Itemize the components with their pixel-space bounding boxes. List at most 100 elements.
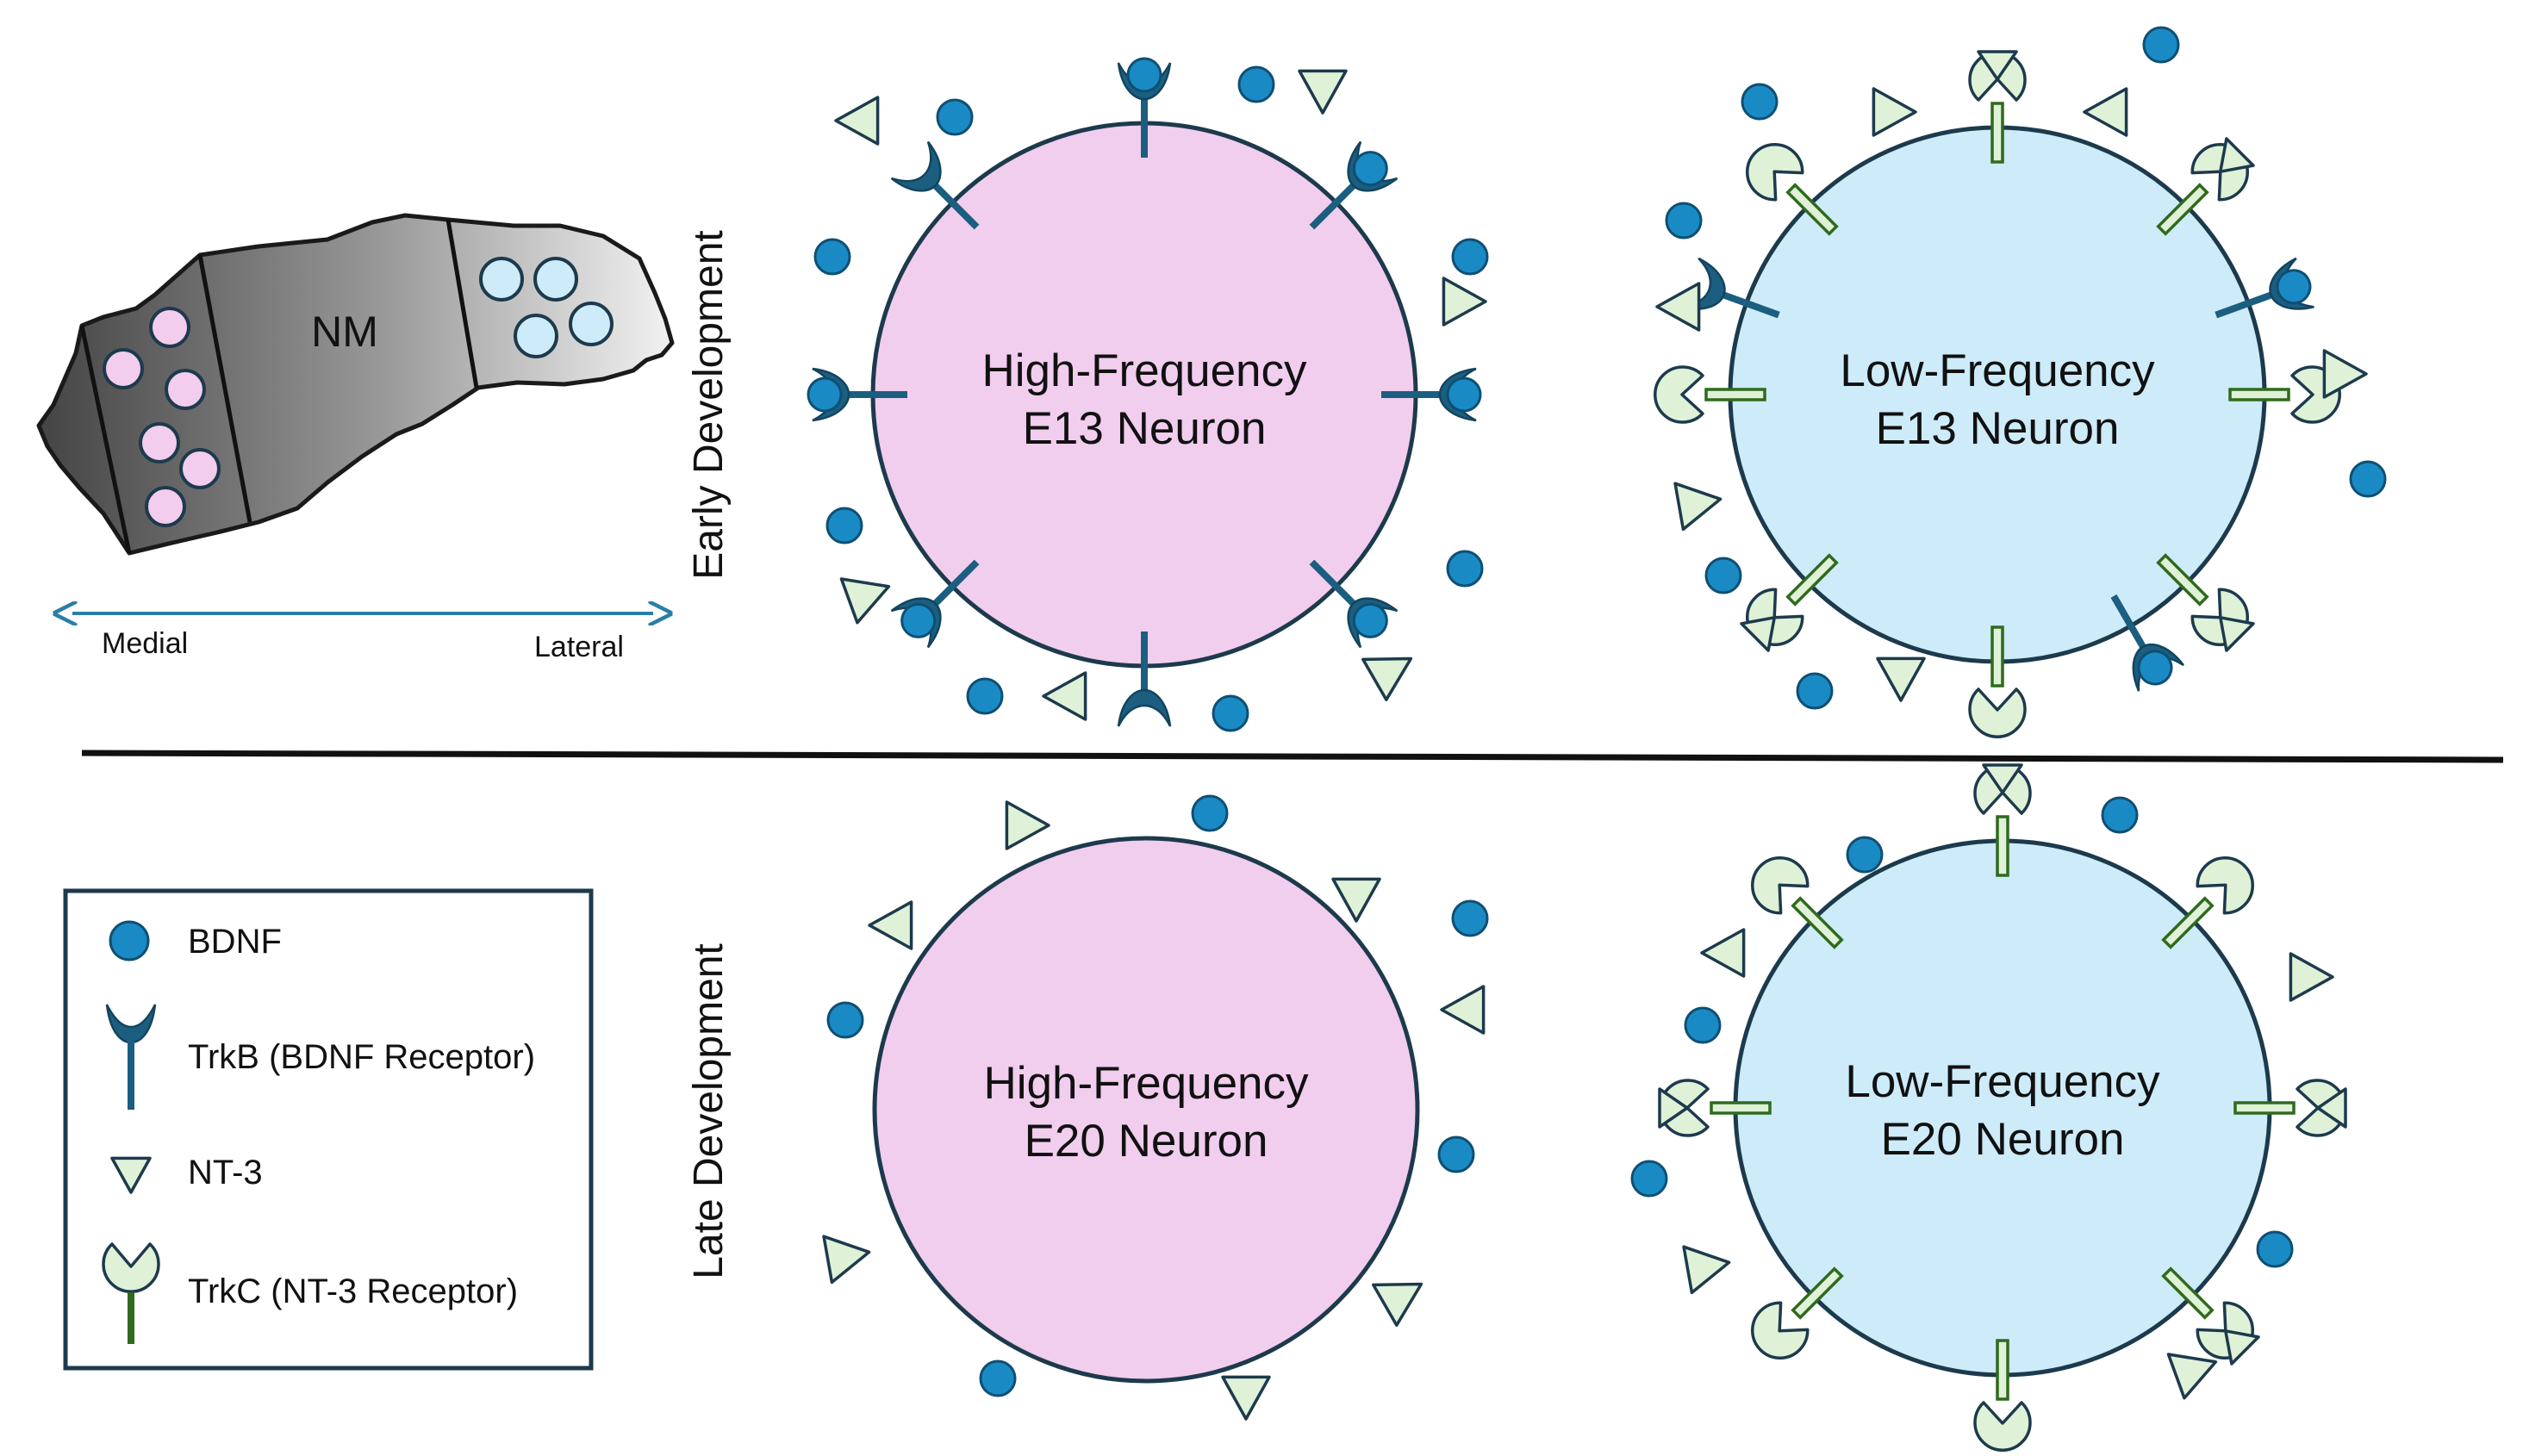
nt3-triangle (1700, 928, 1746, 978)
bdnf-ligand (1237, 65, 1275, 103)
nt3-ligand (1682, 1245, 1731, 1295)
nt3-triangle (2289, 952, 2334, 1002)
nt3-triangle (868, 900, 913, 950)
nt3-triangle (1372, 1282, 1423, 1327)
trkc-receptor (1750, 856, 1844, 949)
trkb-stem (1309, 182, 1357, 230)
legend-trkb-cup (105, 1004, 157, 1044)
legend-trkb-icon (105, 1004, 157, 1110)
nt3-triangle (2322, 349, 2368, 399)
bdnf-ligand (1212, 694, 1249, 732)
trkc-receptor (2161, 856, 2255, 949)
nt3-ligand (1442, 277, 1487, 327)
nt3-ligand (2322, 349, 2368, 399)
trkc-stem (1785, 553, 1839, 607)
bound-bdnf (807, 376, 843, 413)
trkc-receptor (1973, 763, 2032, 877)
medial-label: Medial (102, 627, 188, 660)
trkc-stem (1791, 1266, 1844, 1320)
bound-nt3 (1658, 1087, 1689, 1129)
bdnf-ligand (1451, 899, 1489, 937)
row-label-early: Early Development (686, 230, 732, 580)
trkc-pacman (1750, 856, 1810, 915)
bdnf-ligand (109, 920, 150, 961)
nt3-triangle (1221, 1375, 1271, 1421)
low-frequency-cell (533, 257, 578, 302)
neuron-title-line1: High-Frequency (981, 345, 1307, 396)
trkc-stem (2228, 388, 2290, 401)
bdnf-ligand (813, 238, 851, 276)
nt3-ligand (1361, 656, 1413, 701)
neuron-title-line2: E13 Neuron (1876, 403, 2120, 454)
bound-nt3 (2219, 616, 2255, 652)
nt3-triangle (110, 1156, 152, 1194)
trkb-stem (2215, 290, 2274, 319)
nt3-ligand (2083, 87, 2128, 137)
lateral-cells (479, 257, 614, 358)
nt3-triangle (2166, 1353, 2218, 1400)
bdnf-ligand (2349, 460, 2387, 498)
trkc-receptor (2233, 1079, 2347, 1137)
neuron-title-line2: E20 Neuron (1881, 1114, 2125, 1165)
legend-nt3-label: NT-3 (188, 1154, 263, 1192)
ligand-receptor-layer (807, 26, 2387, 1452)
nt3-triangle (1682, 1245, 1731, 1295)
nt3-triangle (1872, 87, 1917, 137)
nucleus-divider-medial (79, 325, 132, 554)
trkc-receptor (2156, 553, 2255, 652)
trkc-receptor (1968, 50, 2027, 164)
nt3-ligand (2289, 952, 2334, 1002)
bound-nt3 (1740, 616, 1776, 652)
trkc-pacman (1968, 688, 2027, 738)
legend-icons (102, 920, 160, 1344)
legend-bdnf-label: BDNF (188, 923, 282, 961)
bound-bdnf (900, 602, 937, 638)
low-frequency-cell (569, 302, 614, 346)
lateral-label: Lateral (534, 631, 624, 663)
bdnf-ligand (2101, 796, 2139, 834)
nt3-ligand (1700, 928, 1746, 978)
bdnf-ligand (1684, 1006, 1722, 1044)
trkc-receptor (1740, 553, 1839, 652)
trkc-stem (2233, 1101, 2296, 1115)
bdnf-ligand (1451, 238, 1489, 276)
trkc-receptor (1973, 1339, 2032, 1452)
nt3-triangle (1673, 482, 1722, 532)
low-frequency-cell (479, 257, 524, 302)
nt3-triangle (1655, 282, 1701, 332)
nt3-triangle (1442, 277, 1487, 327)
bdnf-ligand (979, 1360, 1017, 1397)
bound-bdnf (2276, 269, 2312, 305)
trkb-stem (1309, 559, 1357, 607)
trkb-receptor (1117, 632, 1172, 727)
trkc-stem (1990, 625, 2004, 688)
bdnf-ligand (1437, 1136, 1475, 1173)
bdnf-ligand (825, 507, 863, 544)
bdnf-ligand (936, 98, 974, 136)
bdnf-ligand (1704, 557, 1742, 594)
legend-box (63, 888, 594, 1371)
trkb-receptor (1309, 559, 1399, 649)
trkc-receptor (1658, 1079, 1772, 1137)
trkb-receptor (890, 559, 980, 649)
nt3-triangle (1331, 877, 1381, 923)
neuron-title-line1: Low-Frequency (1845, 1056, 2160, 1107)
bdnf-ligand (966, 677, 1004, 715)
nt3-ligand (822, 1235, 871, 1285)
nt3-ligand (1372, 1282, 1423, 1327)
legend-trkc-pacman (102, 1242, 160, 1293)
nucleus-divider-middle (197, 254, 252, 523)
nt3-ligand (1005, 800, 1050, 850)
legend: BDNF TrkB (BDNF Receptor) NT-3 TrkC (NT-… (63, 888, 594, 1371)
trkb-receptor (1309, 140, 1399, 230)
trkb-receptor (1117, 57, 1172, 158)
nt3-ligand (1872, 87, 1917, 137)
trkc-pacman (1745, 142, 1804, 202)
row-label-late: Late Development (686, 943, 732, 1279)
trkc-receptor (2156, 137, 2255, 236)
trkc-stem (2156, 553, 2209, 607)
high-frequency-cell (145, 486, 186, 527)
neuron-hf-e20: High-Frequency E20 Neuron (872, 836, 1420, 1384)
trkc-stem (1704, 388, 1766, 401)
trkc-pacman (2196, 856, 2255, 915)
